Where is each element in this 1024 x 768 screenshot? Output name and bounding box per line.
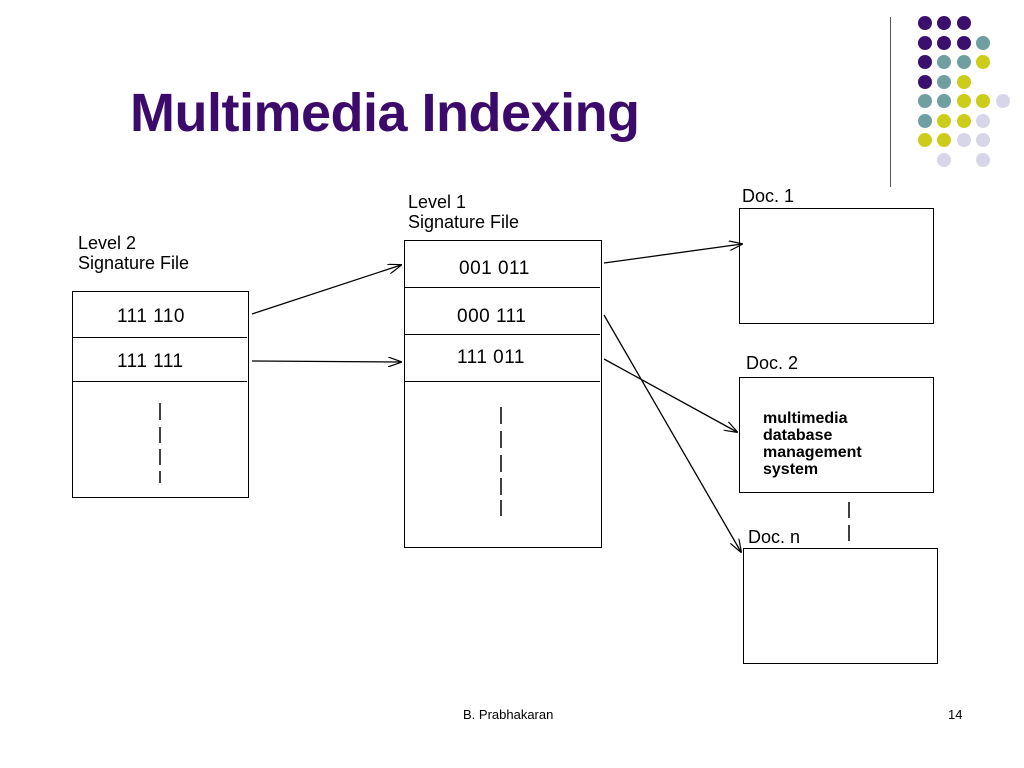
divider-line bbox=[890, 17, 891, 187]
decorative-dot bbox=[937, 74, 951, 89]
decorative-dot bbox=[937, 113, 951, 128]
level1-row-1: 001 011 bbox=[459, 258, 530, 279]
arrow-l1row3-to-doc2 bbox=[603, 358, 737, 432]
doc2-text-line3: management bbox=[763, 444, 862, 461]
decorative-dot bbox=[976, 113, 990, 128]
decorative-dot bbox=[956, 133, 971, 147]
level1-signature-file-box: 001 011 000 111 111 011 bbox=[404, 240, 602, 548]
row-divider bbox=[405, 334, 600, 335]
decorative-dot bbox=[956, 16, 971, 30]
decorative-dot bbox=[937, 94, 951, 108]
level1-label-line1: Level 1 bbox=[408, 192, 467, 212]
row-divider bbox=[73, 381, 247, 382]
level1-row-2: 000 111 bbox=[457, 306, 527, 327]
docn-box bbox=[743, 548, 938, 664]
decorative-dot bbox=[976, 94, 990, 108]
decorative-dot bbox=[937, 16, 951, 30]
arrow-l1row2-to-docn bbox=[603, 314, 741, 552]
decorative-dot bbox=[956, 35, 971, 50]
doc2-text-line1: multimedia bbox=[763, 410, 848, 427]
decorative-dot bbox=[956, 94, 971, 108]
arrow-l2row1-to-l1row1 bbox=[251, 265, 401, 315]
decorative-dot bbox=[976, 152, 990, 167]
decorative-dot bbox=[976, 55, 990, 69]
decorative-dot bbox=[917, 74, 932, 89]
decorative-dot bbox=[917, 133, 932, 147]
footer-author: B. Prabhakaran bbox=[463, 707, 554, 722]
doc2-box: multimedia database management system bbox=[739, 377, 934, 493]
decorative-dot bbox=[956, 55, 971, 69]
doc1-label: Doc. 1 bbox=[742, 186, 795, 206]
decorative-dot bbox=[917, 16, 932, 30]
row-divider bbox=[73, 337, 247, 338]
decorative-dot bbox=[917, 113, 932, 128]
decorative-dot bbox=[976, 35, 990, 50]
level2-label-line2: Signature File bbox=[78, 253, 190, 273]
arrow-l2row2-to-l1row3 bbox=[251, 361, 401, 362]
decorative-dot bbox=[917, 94, 932, 108]
decorative-dot bbox=[917, 55, 932, 69]
decorative-dot bbox=[956, 74, 971, 89]
doc2-label: Doc. 2 bbox=[746, 353, 799, 373]
decorative-dot bbox=[937, 55, 951, 69]
decorative-dot bbox=[956, 113, 971, 128]
page-number: 14 bbox=[948, 707, 963, 722]
level1-label-line2: Signature File bbox=[408, 212, 520, 232]
level2-row-1: 111 110 bbox=[117, 306, 185, 327]
docn-label: Doc. n bbox=[748, 527, 801, 547]
decorative-dot bbox=[937, 35, 951, 50]
doc2-text-line4: system bbox=[763, 461, 819, 478]
level2-row-2: 111 111 bbox=[117, 351, 184, 372]
decorative-dot bbox=[995, 94, 1010, 108]
slide-title: Multimedia Indexing bbox=[130, 83, 640, 143]
row-divider bbox=[405, 381, 600, 382]
doc1-box bbox=[739, 208, 934, 324]
level1-row-3: 111 011 bbox=[457, 347, 525, 368]
row-divider bbox=[405, 287, 600, 288]
decorative-dot bbox=[937, 133, 951, 147]
decorative-dot bbox=[917, 35, 932, 50]
decorative-dot bbox=[937, 152, 951, 167]
arrow-l1row1-to-doc1 bbox=[603, 244, 742, 264]
level2-label-line1: Level 2 bbox=[78, 233, 137, 253]
doc2-text-line2: database bbox=[763, 427, 833, 444]
decorative-dot bbox=[976, 133, 990, 147]
